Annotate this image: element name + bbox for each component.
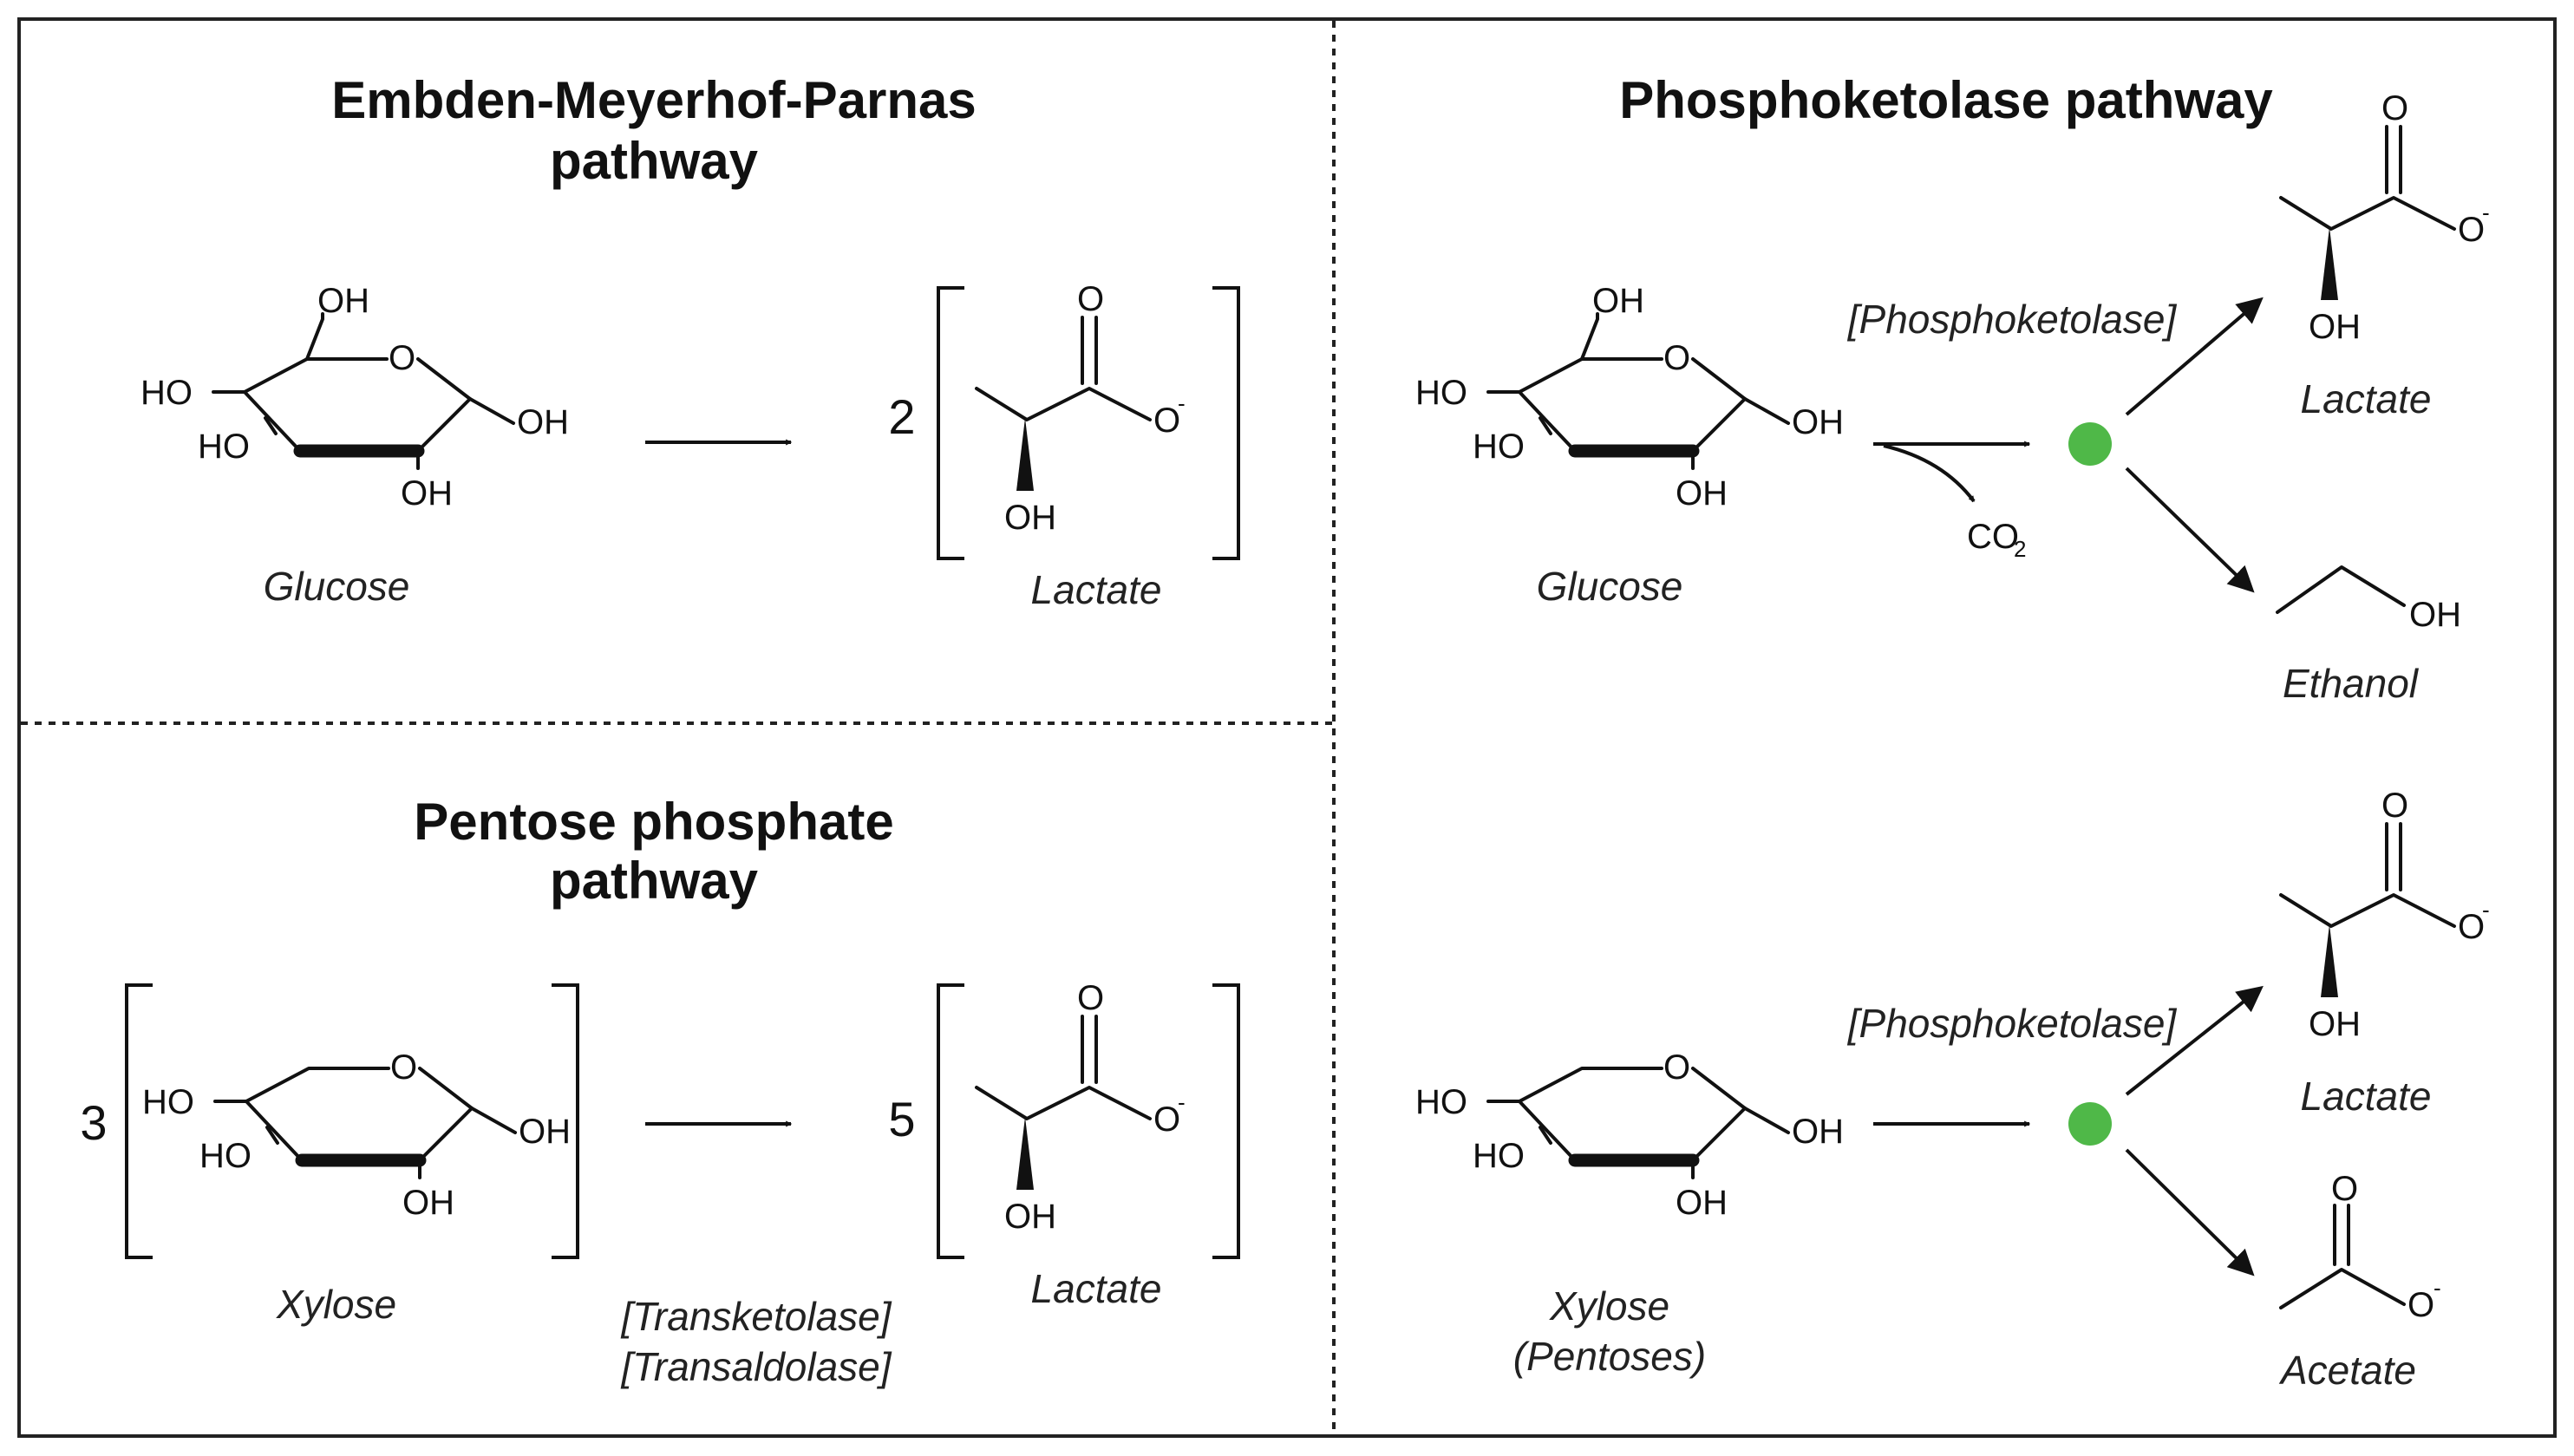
- lactate-structure: [2279, 785, 2492, 1045]
- intermediate-dot: [2068, 1102, 2112, 1146]
- xylose-structure: [1415, 1048, 1844, 1222]
- right-bracket: [552, 983, 579, 1259]
- xylose-label: Xylose: [276, 1282, 396, 1327]
- lactate-structure: [975, 278, 1187, 539]
- ppp-title-line1: Pentose phosphate: [414, 793, 893, 851]
- glucose-label: Glucose: [1537, 564, 1683, 609]
- pk-title: Phosphoketolase pathway: [1619, 71, 2273, 129]
- acetate-o-minus: O: [2407, 1286, 2434, 1324]
- acetate-charge: -: [2434, 1275, 2441, 1301]
- ppp-xylose-coefficient: 3: [80, 1095, 107, 1150]
- ethanol-oh: OH: [2409, 596, 2461, 634]
- lactate-structure: [975, 977, 1187, 1237]
- ppp-title-line2: pathway: [550, 852, 759, 910]
- pk-panel: Phosphoketolase pathway Glucose CO 2 [Ph…: [1415, 71, 2492, 1393]
- acetate-carbonyl: [2333, 1204, 2350, 1266]
- ethanol-structure: [2276, 565, 2406, 614]
- right-bracket: [1212, 286, 1240, 560]
- co2-subscript: 2: [2014, 536, 2026, 562]
- to-ethanol-arrow: [2125, 467, 2255, 593]
- lactate-label: Lactate: [2301, 1074, 2432, 1119]
- lactate-label: Lactate: [1031, 567, 1162, 612]
- figure-border: [17, 17, 2557, 1438]
- lactate-label: Lactate: [2301, 376, 2432, 421]
- pentoses-label: (Pentoses): [1513, 1334, 1706, 1379]
- co2-label: CO: [1967, 518, 2019, 556]
- co2-release-arrow: [1883, 444, 1976, 503]
- ethanol-label: Ethanol: [2283, 661, 2420, 706]
- xylose-structure: [142, 1048, 571, 1222]
- to-lactate-arrow: [2125, 297, 2264, 416]
- xylose-label: Xylose: [1549, 1283, 1669, 1329]
- emp-title-line1: Embden-Meyerhof-Parnas: [331, 71, 977, 129]
- phosphoketolase-label: [Phosphoketolase]: [1847, 1001, 2178, 1046]
- glucose-label: Glucose: [264, 564, 410, 609]
- left-bracket: [937, 983, 964, 1259]
- acetate-carbonyl-o: O: [2331, 1170, 2358, 1208]
- emp-lactate-coefficient: 2: [888, 389, 915, 444]
- lactate-structure: [2279, 88, 2492, 348]
- glucose-structure: [1415, 282, 1844, 513]
- ppp-panel: Pentose phosphate pathway 3 Xylose [Tran…: [80, 793, 1240, 1389]
- phosphoketolase-label: [Phosphoketolase]: [1847, 297, 2178, 342]
- lactate-label: Lactate: [1031, 1266, 1162, 1311]
- transaldolase-label: [Transaldolase]: [620, 1344, 892, 1389]
- glucose-structure: [140, 282, 569, 513]
- left-bracket: [937, 286, 964, 560]
- intermediate-dot: [2068, 422, 2112, 466]
- to-lactate-arrow: [2125, 985, 2264, 1096]
- right-bracket: [1212, 983, 1240, 1259]
- emp-title-line2: pathway: [550, 132, 759, 190]
- left-bracket: [125, 983, 153, 1259]
- to-acetate-arrow: [2125, 1148, 2255, 1276]
- acetate-structure: [2279, 1268, 2406, 1309]
- transketolase-label: [Transketolase]: [620, 1294, 892, 1339]
- acetate-label: Acetate: [2278, 1348, 2416, 1393]
- ppp-lactate-coefficient: 5: [888, 1092, 915, 1146]
- emp-panel: Embden-Meyerhof-Parnas pathway Glucose 2…: [140, 71, 1240, 612]
